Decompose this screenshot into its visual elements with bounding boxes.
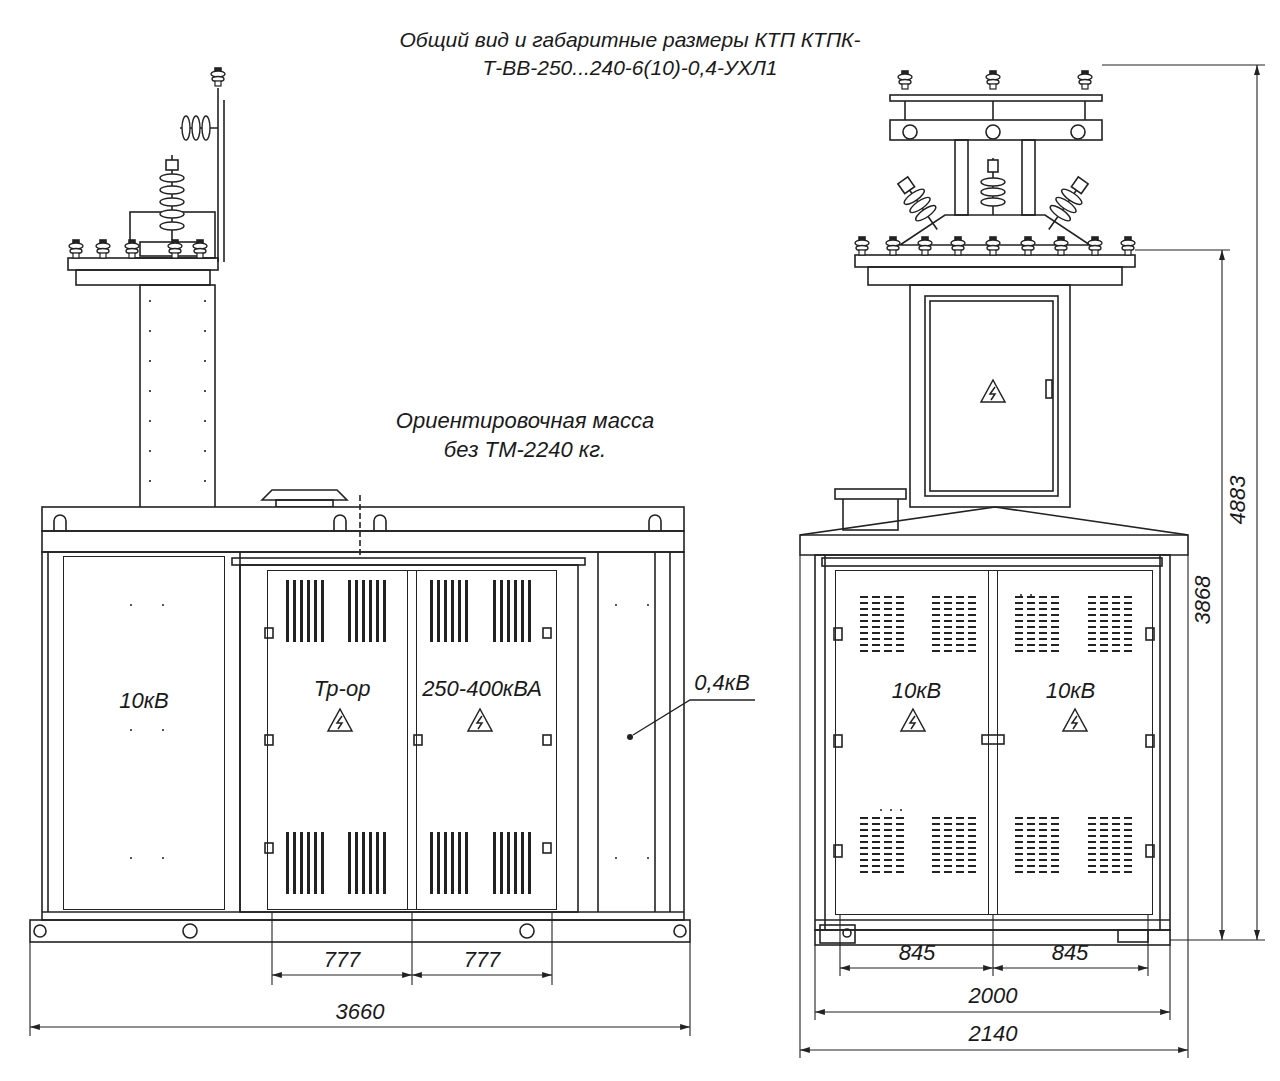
dimension: 3868 <box>1189 576 1218 625</box>
hv-door: 10кВ <box>835 570 998 915</box>
transformer-door: 250-400кВА <box>407 570 557 910</box>
hv-panel: 10кВ <box>63 556 225 910</box>
drawing-title: Общий вид и габаритные размеры КТП КТПК-… <box>390 26 870 83</box>
dimension: 4883 <box>1224 476 1253 525</box>
dimension: 2140 <box>969 1020 1018 1049</box>
panel-label: 10кВ <box>836 678 997 704</box>
dimension: 2000 <box>969 982 1018 1011</box>
dimension: 845 <box>1052 939 1089 968</box>
hv-door: 10кВ <box>988 570 1153 915</box>
dimension: 777 <box>464 946 501 975</box>
panel-label: Тр-ор <box>268 676 416 702</box>
panel-label: 10кВ <box>989 678 1152 704</box>
panel-label: 10кВ <box>64 688 224 714</box>
dimension: 3660 <box>336 998 385 1027</box>
dimension: 777 <box>324 946 361 975</box>
mass-note: Ориентировочная масса без ТМ-2240 кг. <box>383 407 668 464</box>
dimension: 845 <box>899 939 936 968</box>
panel-label: 250-400кВА <box>408 676 556 702</box>
callout-label: 0,4кВ <box>694 669 750 698</box>
transformer-door: Тр-ор <box>267 570 417 910</box>
